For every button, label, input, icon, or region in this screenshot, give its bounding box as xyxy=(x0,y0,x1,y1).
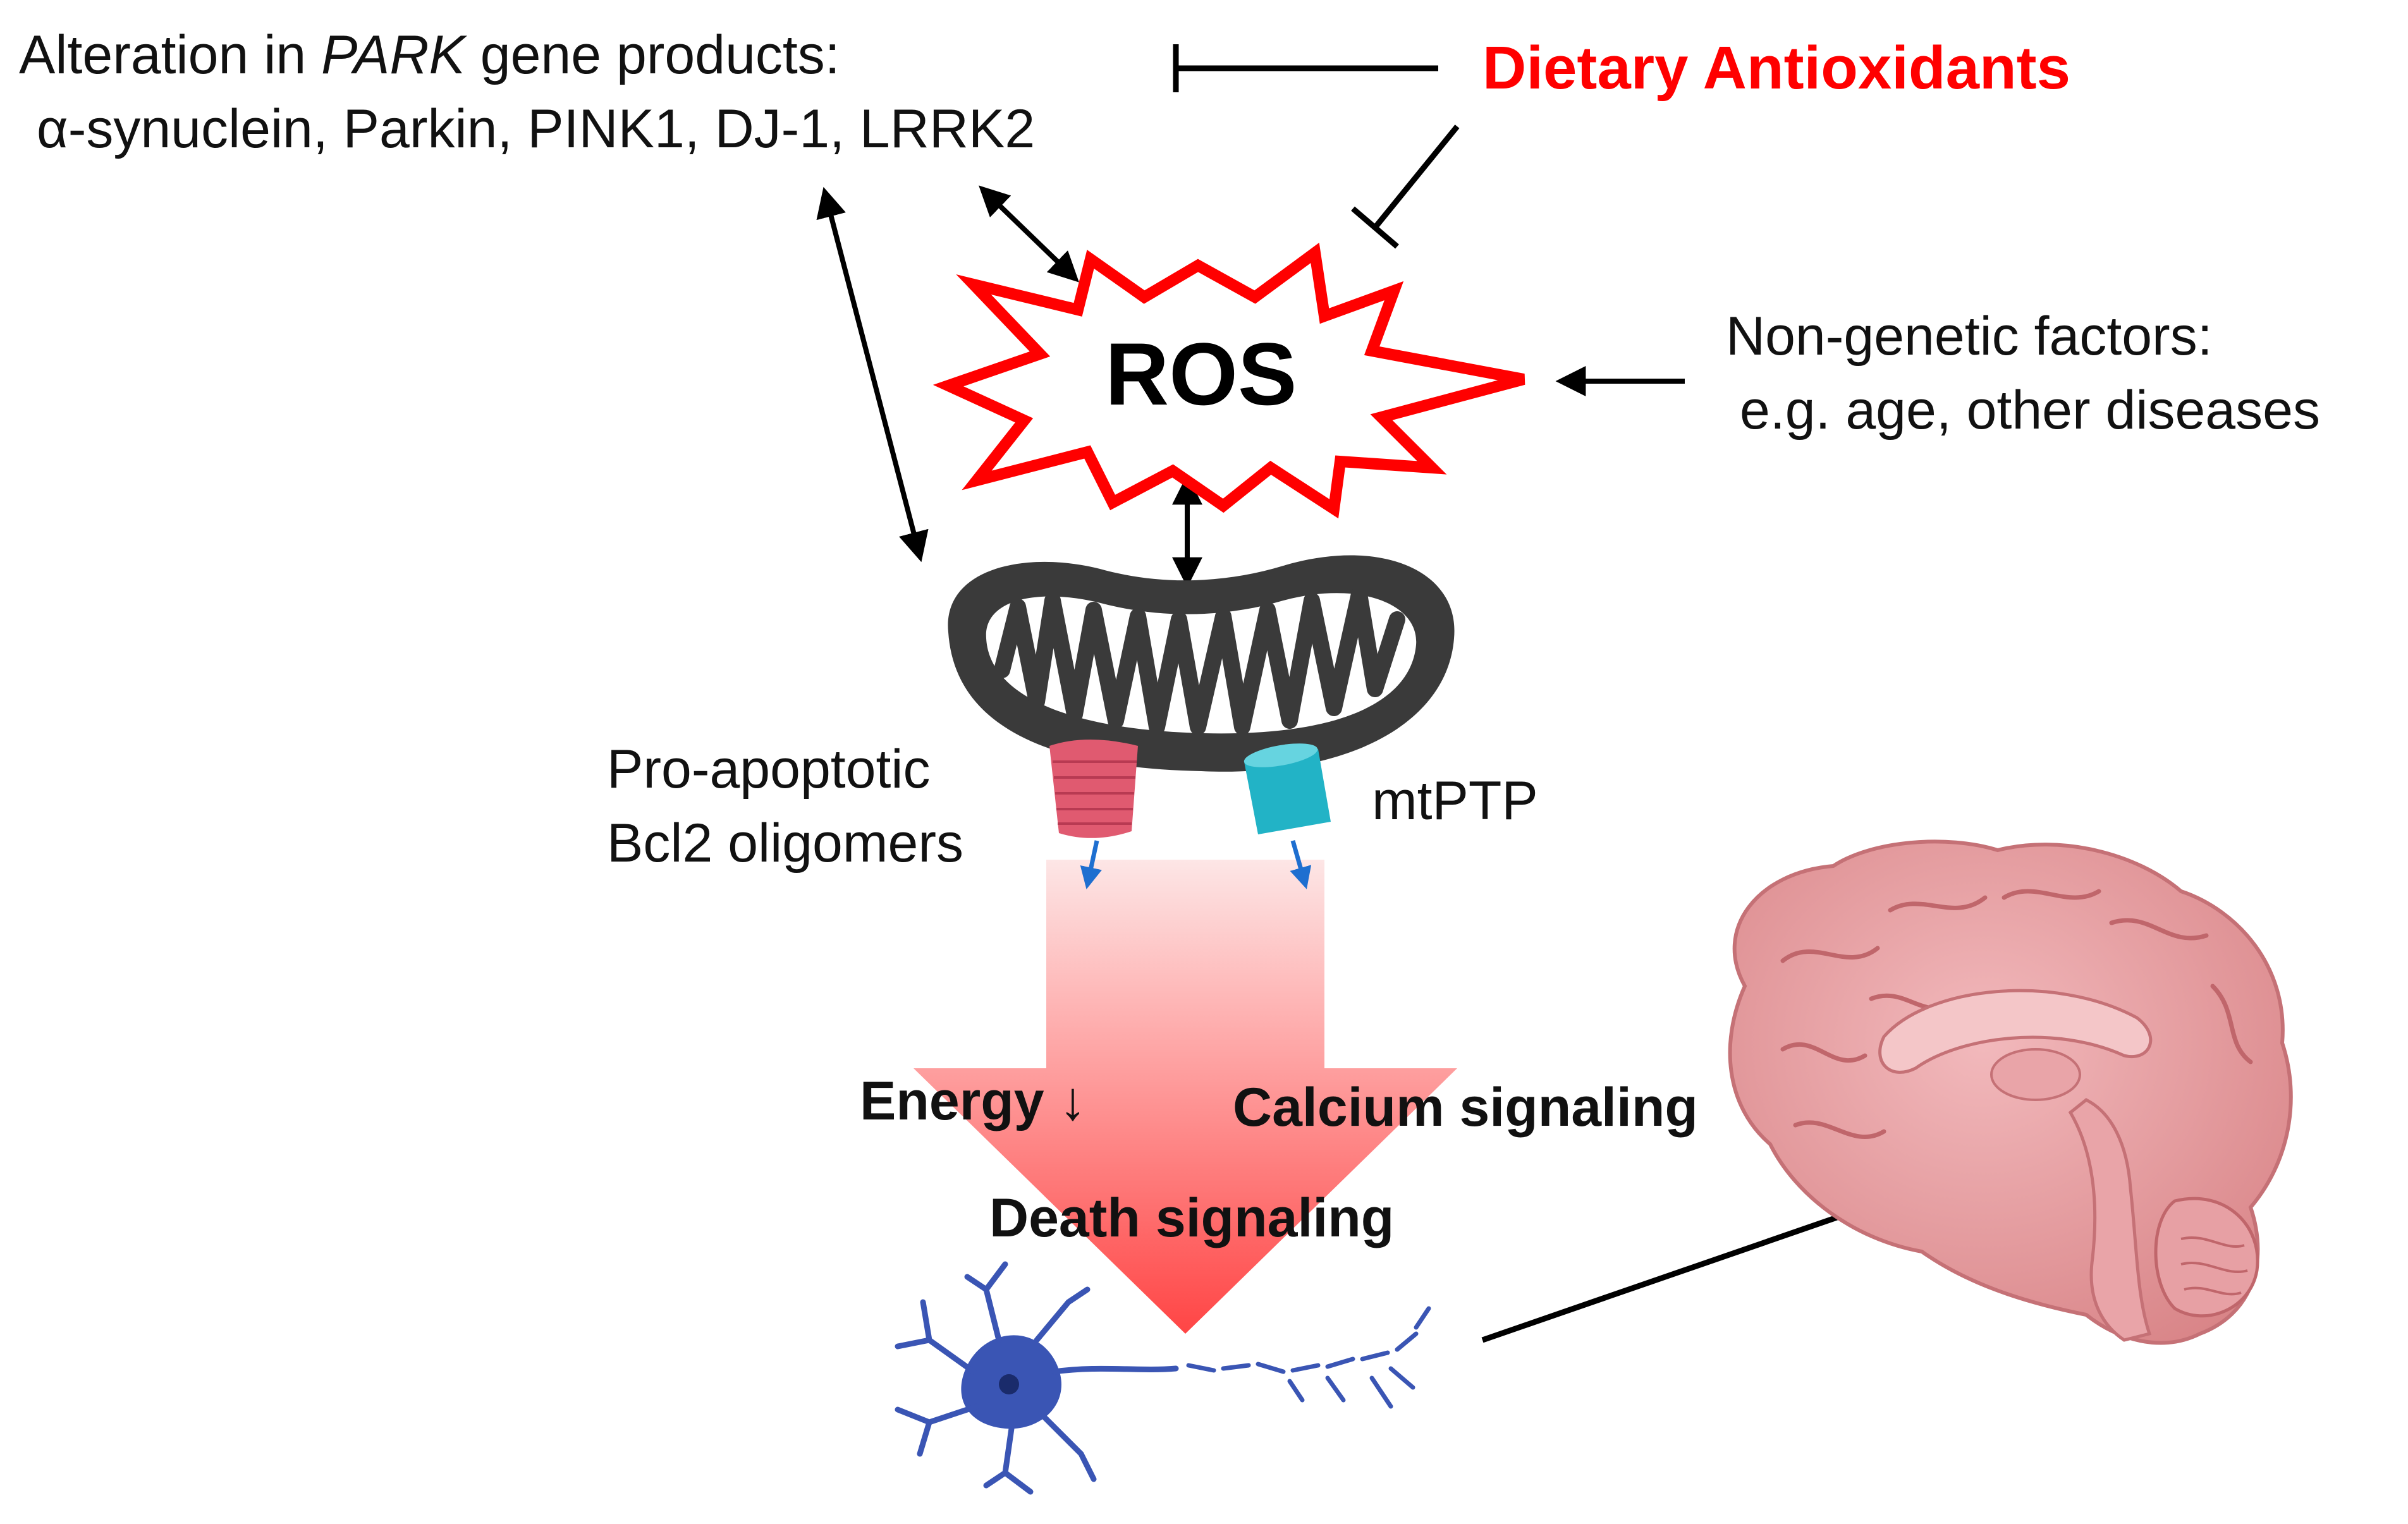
ros-burst xyxy=(932,242,1525,519)
park-heading-italic: PARK xyxy=(321,25,465,85)
bcl2-oligomer xyxy=(1049,740,1138,838)
non-genetic-heading: Non-genetic factors: xyxy=(1726,306,2213,367)
energy-label: Energy ↓ xyxy=(860,1071,1087,1131)
bcl2-line-2: Bcl2 oligomers xyxy=(607,812,963,874)
park-mito-arrow xyxy=(816,186,929,563)
mtptp-label: mtPTP xyxy=(1372,771,1538,831)
bcl2-release-arrow xyxy=(1080,840,1102,889)
non-genetic-examples: e.g. age, other diseases xyxy=(1740,379,2320,441)
non-genetic-factors-label: Non-genetic factors: e.g. age, other dis… xyxy=(1726,307,2320,440)
calcium-signaling-label: Calcium signaling xyxy=(1233,1077,1698,1138)
bcl2-line-1: Pro-apoptotic xyxy=(607,739,931,800)
neuron xyxy=(895,1261,1431,1495)
brain xyxy=(1728,839,2293,1345)
park-ros-arrow xyxy=(979,185,1079,283)
park-heading: Alteration in PARK gene products: xyxy=(19,25,1035,85)
park-heading-prefix: Alteration in xyxy=(19,25,322,85)
park-gene-label: Alteration in PARK gene products: α-synu… xyxy=(19,25,1035,159)
park-gene-list: α-synuclein, Parkin, PINK1, DJ-1, LRRK2 xyxy=(37,98,1036,159)
mtptp-channel xyxy=(1244,743,1331,834)
park-heading-suffix: gene products: xyxy=(465,25,840,85)
dietary-antioxidants-label: Dietary Antioxidants xyxy=(1482,34,2070,102)
inhibit-ros-arrow xyxy=(1351,125,1460,249)
mtptp-release-arrow xyxy=(1290,840,1312,889)
bcl2-oligomers-label: Pro-apoptotic Bcl2 oligomers xyxy=(607,740,963,873)
ros-label: ROS xyxy=(1105,324,1297,424)
outcome-arrow xyxy=(914,860,1457,1334)
death-signaling-label: Death signaling xyxy=(989,1188,1395,1248)
inhibit-park-arrow xyxy=(1173,44,1438,92)
mitochondrion xyxy=(948,555,1455,772)
